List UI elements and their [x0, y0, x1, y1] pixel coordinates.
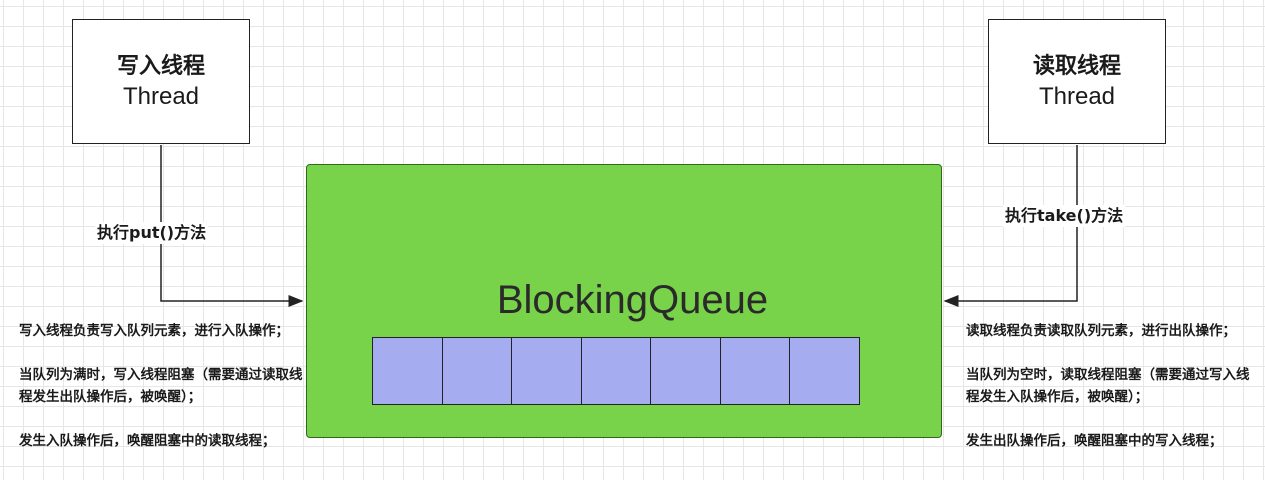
queue-cell: [441, 337, 513, 405]
reader-thread-subtitle: Thread: [1038, 82, 1116, 110]
writer-note: 发生入队操作后，唤醒阻塞中的读取线程；: [19, 433, 276, 449]
reader-note: 发生出队操作后，唤醒阻塞中的写入线程；: [966, 433, 1223, 449]
take-arrow: [943, 145, 1078, 307]
writer-note: 写入线程负责写入队列元素，进行入队操作；: [19, 323, 289, 339]
put-arrow: [160, 145, 304, 307]
writer-thread-box: 写入线程 Thread: [72, 19, 250, 144]
queue-cell: [580, 337, 652, 405]
take-method-label: 执行take()方法: [1003, 205, 1126, 227]
queue-cell: [650, 337, 721, 405]
writer-notes: 写入线程负责写入队列元素，进行入队操作； 当队列为满时，写入线程阻塞（需要通过读…: [19, 320, 304, 474]
queue-cell: [511, 337, 582, 405]
put-method-label: 执行put()方法: [95, 222, 209, 244]
reader-note: 读取线程负责读取队列元素，进行出队操作；: [966, 323, 1236, 339]
reader-thread-box: 读取线程 Thread: [988, 19, 1166, 144]
queue-cell: [789, 337, 860, 405]
writer-thread-title: 写入线程: [116, 53, 205, 79]
blocking-queue-title: BlockingQueue: [496, 278, 769, 322]
reader-thread-title: 读取线程: [1032, 53, 1121, 79]
writer-note: 当队列为满时，写入线程阻塞（需要通过读取线程发生出队操作后，被唤醒）；: [19, 367, 303, 405]
queue-cell: [719, 337, 791, 405]
reader-note: 当队列为空时，读取线程阻塞（需要通过写入线程发生入队操作后，被唤醒）；: [966, 367, 1250, 405]
writer-thread-subtitle: Thread: [122, 82, 200, 110]
queue-cells: [372, 337, 860, 405]
queue-cell: [372, 337, 443, 405]
reader-notes: 读取线程负责读取队列元素，进行出队操作； 当队列为空时，读取线程阻塞（需要通过写…: [966, 320, 1261, 474]
